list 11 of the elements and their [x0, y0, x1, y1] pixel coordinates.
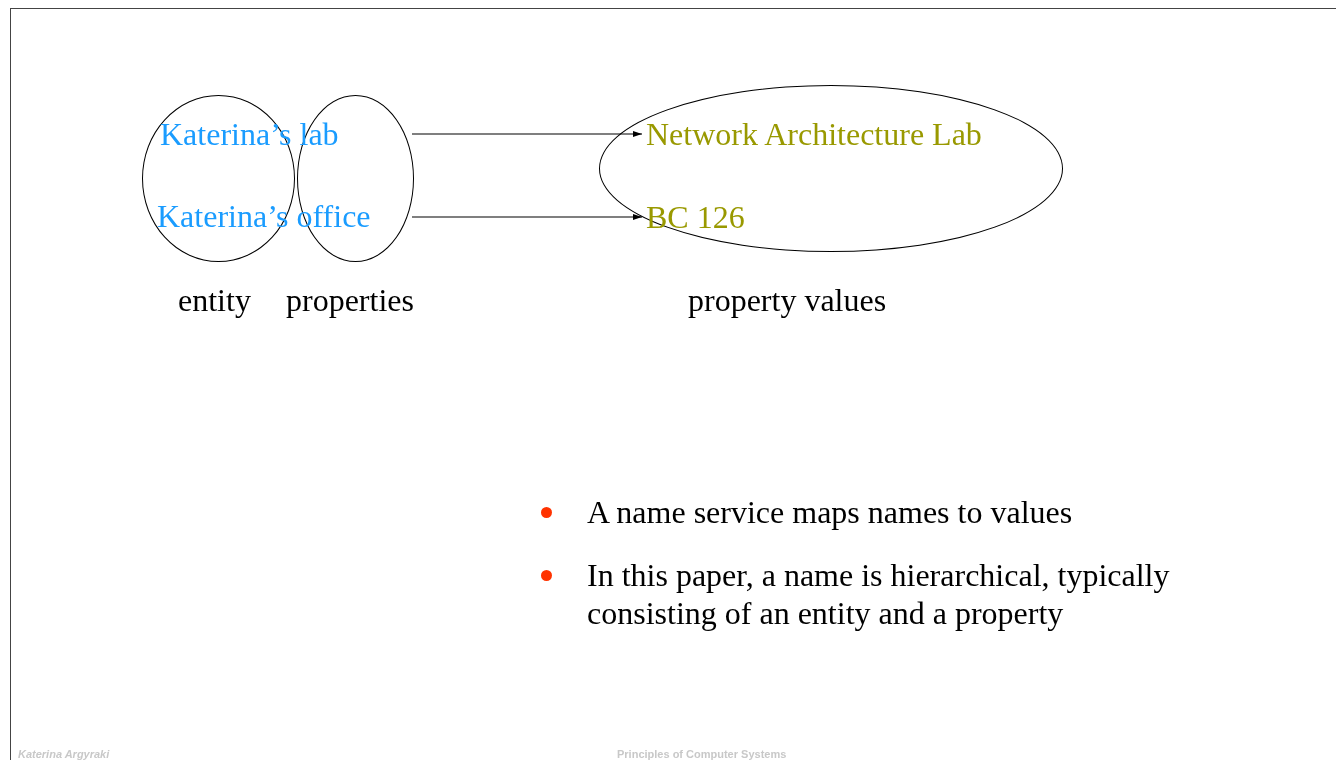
- property-text: BC 126: [646, 199, 745, 235]
- property-text: Network Architecture Lab: [646, 116, 982, 152]
- axis-caption: properties: [286, 281, 414, 319]
- axis-caption: property values: [688, 281, 887, 319]
- arrow: [411, 131, 643, 137]
- axis-caption: entity: [178, 281, 251, 319]
- bullet-text: In this paper, a name is hierarchical, typically consisting of an entity and a property: [587, 556, 1171, 632]
- arrow: [411, 214, 643, 220]
- bullet-text: A name service maps names to values: [587, 493, 1074, 531]
- ellipse-outline: [297, 95, 414, 262]
- ellipse-outline: [599, 85, 1063, 252]
